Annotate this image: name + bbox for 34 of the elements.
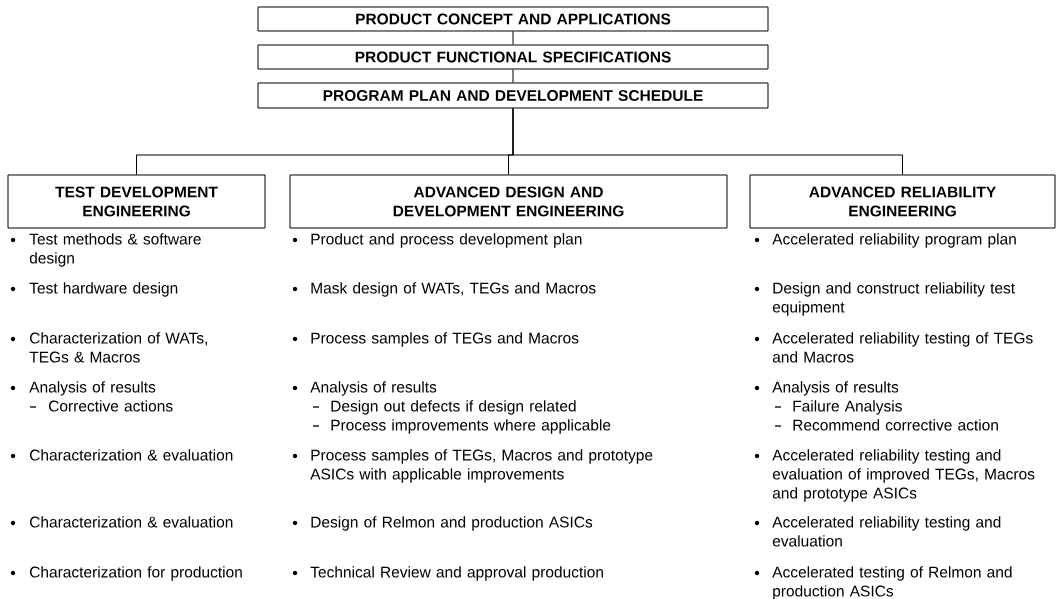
heading-box: ADVANCED RELIABILITY ENGINEERING [749,174,1056,229]
list-item: Characterization of WATs, TEGs & Macros [29,332,207,363]
list-item: Mask design of WATs, TEGs and Macros [311,282,596,297]
list-item: Product and process development plan [311,233,582,248]
connector-line [512,31,514,45]
list-item: Characterization & evaluation [30,516,233,528]
list-item: Accelerated reliability testing and evaluation of improved TEGs, Macros and prototype ASICs [772,449,1035,502]
list-item: Test hardware design [29,282,178,297]
list-item: Technical Review and approval production [310,566,603,581]
list-item: Analysis of results [310,381,437,396]
list-item: Corrective actions [49,400,173,412]
list-item: Process improvements where applicable [331,419,611,434]
list-item: Analysis of results [772,381,899,396]
list-item: Accelerated testing of Relmon and production ASICs [772,566,1012,599]
list-item: Design of Relmon and production ASICs [311,516,593,531]
list-item: Process samples of TEGs and Macros [311,332,579,347]
heading-box: PRODUCT FUNCTIONAL SPECIFICATIONS [257,44,769,70]
list-item: Analysis of results [29,381,156,396]
connector-line [512,69,514,83]
list-item: Design and construct reliability test equipment [772,282,1015,316]
list-item: Failure Analysis [793,400,902,415]
heading-box: PRODUCT CONCEPT AND APPLICATIONS [257,6,769,32]
connector-line [512,108,903,175]
heading-box: PROGRAM PLAN AND DEVELOPMENT SCHEDULE [257,82,769,109]
list-item: Characterization & evaluation [30,449,233,461]
list-item: Accelerated reliability testing of TEGs and Macros [772,332,1033,363]
list-item: Characterization for production [30,566,242,581]
list-item: Accelerated reliability testing and evaluation [772,516,1001,547]
list-item: Accelerated reliability program plan [772,233,1016,248]
list-item: Process samples of TEGs, Macros and prototype ASICs with applicable improvements [310,449,653,483]
heading-box: ADVANCED DESIGN AND DEVELOPMENT ENGINEERING [289,174,728,229]
list-item: Recommend corrective action [793,419,998,431]
heading-box: TEST DEVELOPMENT ENGINEERING [7,174,266,229]
list-item: Design out defects if design related [331,400,576,415]
